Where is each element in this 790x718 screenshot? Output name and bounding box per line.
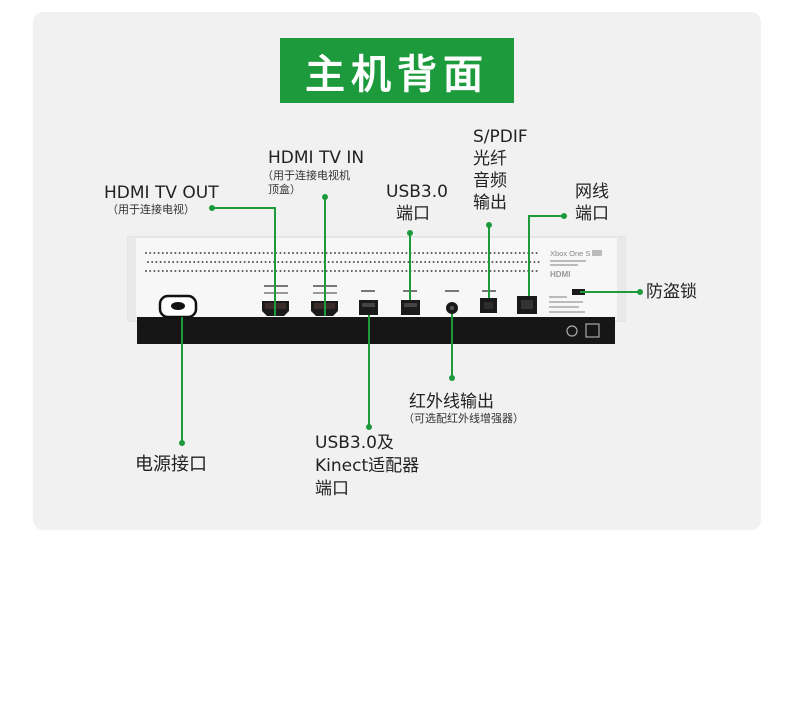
network-label-line2: 端口	[575, 204, 609, 224]
lock-label: 防盗锁	[646, 282, 697, 302]
spdif-label-line1: S/PDIF	[473, 127, 528, 147]
usb-kinect-label-line1: USB3.0及	[315, 433, 394, 453]
spdif-label-line4: 输出	[473, 193, 507, 213]
usb-top-port	[401, 300, 420, 315]
leader-lines	[181, 197, 640, 443]
ir-out-label: 红外线输出	[409, 392, 494, 412]
leader-dots	[179, 194, 643, 446]
hdmi-in-sublabel-line1: （用于连接电视机	[262, 169, 350, 182]
usb-kinect-port	[359, 300, 378, 315]
usb-kinect-label-line3: 端口	[315, 479, 349, 499]
console-base	[137, 317, 615, 344]
hdmi-in-label: HDMI TV IN	[268, 148, 365, 168]
network-label-line1: 网线	[575, 182, 609, 202]
vent-grille	[145, 252, 540, 272]
lock-slot	[572, 289, 585, 295]
console-model-text: Xbox One S	[550, 249, 590, 258]
usb-kinect-label-line2: Kinect适配器	[315, 456, 420, 476]
usb-top-label-line1: USB3.0	[386, 182, 448, 202]
hdmi-out-label: HDMI TV OUT	[104, 183, 219, 203]
page-title: 主机背面	[280, 38, 514, 103]
hdmi-in-sublabel-line2: 顶盒）	[268, 183, 301, 196]
ir-out-sublabel: （可选配红外线增强器）	[403, 412, 524, 425]
console-hdmi-logo: HDMI	[550, 270, 570, 279]
hdmi-out-sublabel: （用于连接电视）	[107, 203, 195, 216]
usb-top-label-line2: 端口	[396, 204, 430, 224]
bluetooth-badge-icon	[585, 323, 600, 338]
xbox-logo-icon	[566, 325, 578, 337]
spdif-label-line3: 音频	[473, 171, 507, 191]
power-label: 电源接口	[135, 454, 207, 475]
spdif-label-line2: 光纤	[473, 149, 507, 169]
